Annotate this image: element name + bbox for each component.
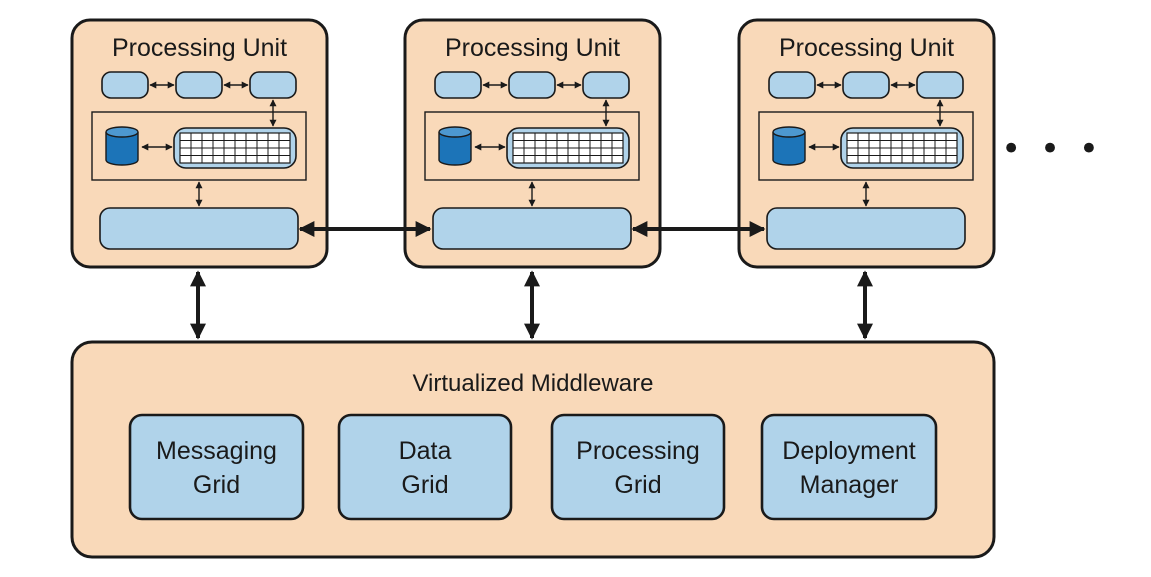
module-box — [582, 71, 630, 99]
component-label-line1: Deployment — [782, 437, 915, 465]
data-panel — [91, 111, 307, 181]
processing-unit-2: Processing Unit — [403, 18, 662, 269]
module-box — [916, 71, 964, 99]
module-box — [768, 71, 816, 99]
in-memory-data-grid-icon — [840, 127, 964, 169]
database-icon — [105, 126, 139, 166]
component-label-line1: Processing — [576, 437, 700, 465]
data-grid-component: Data Grid — [337, 413, 513, 521]
data-panel — [758, 111, 974, 181]
component-label-line2: Grid — [193, 471, 240, 499]
processing-unit-bus — [432, 207, 632, 250]
module-box — [842, 71, 890, 99]
component-label-line1: Messaging — [156, 437, 277, 465]
in-memory-data-grid-icon — [173, 127, 297, 169]
component-label-line2: Grid — [401, 471, 448, 499]
data-panel — [424, 111, 640, 181]
module-box — [175, 71, 223, 99]
module-box — [508, 71, 556, 99]
database-icon — [438, 126, 472, 166]
in-memory-data-grid-icon — [506, 127, 630, 169]
component-label-line2: Grid — [614, 471, 661, 499]
processing-grid-component: Processing Grid — [550, 413, 726, 521]
processing-unit-3: Processing Unit — [737, 18, 996, 269]
deployment-manager-component: Deployment Manager — [760, 413, 938, 521]
database-icon — [772, 126, 806, 166]
more-units-ellipsis: • • • — [1001, 129, 1103, 169]
messaging-grid-component: Messaging Grid — [128, 413, 305, 521]
component-label-line1: Data — [399, 437, 452, 465]
processing-unit-1: Processing Unit — [70, 18, 329, 269]
processing-unit-bus — [766, 207, 966, 250]
module-box — [434, 71, 482, 99]
middleware-title: Virtualized Middleware — [412, 370, 653, 397]
processing-unit-title: Processing Unit — [779, 34, 954, 62]
module-box — [101, 71, 149, 99]
module-box — [249, 71, 297, 99]
processing-unit-bus — [99, 207, 299, 250]
processing-unit-title: Processing Unit — [445, 34, 620, 62]
virtualized-middleware: Virtualized Middleware Messaging Grid Da… — [70, 340, 996, 559]
processing-unit-title: Processing Unit — [112, 34, 287, 62]
component-label-line2: Manager — [800, 471, 899, 499]
